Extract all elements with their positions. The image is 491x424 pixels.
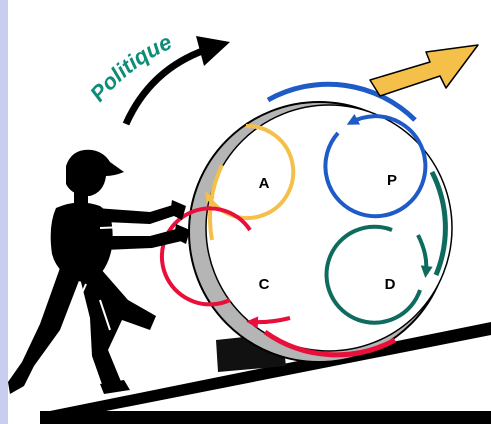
quadrant-label-a: A: [259, 175, 270, 192]
politique-caption-path: Politique: [85, 29, 175, 106]
up-right-arrow-icon: [370, 45, 478, 96]
quadrant-label-c: C: [259, 276, 270, 293]
politique-caption: Politique: [85, 29, 175, 106]
quadrant-label-d: D: [385, 276, 396, 293]
quadrant-label-p: P: [387, 172, 397, 189]
wheel: [189, 84, 452, 362]
